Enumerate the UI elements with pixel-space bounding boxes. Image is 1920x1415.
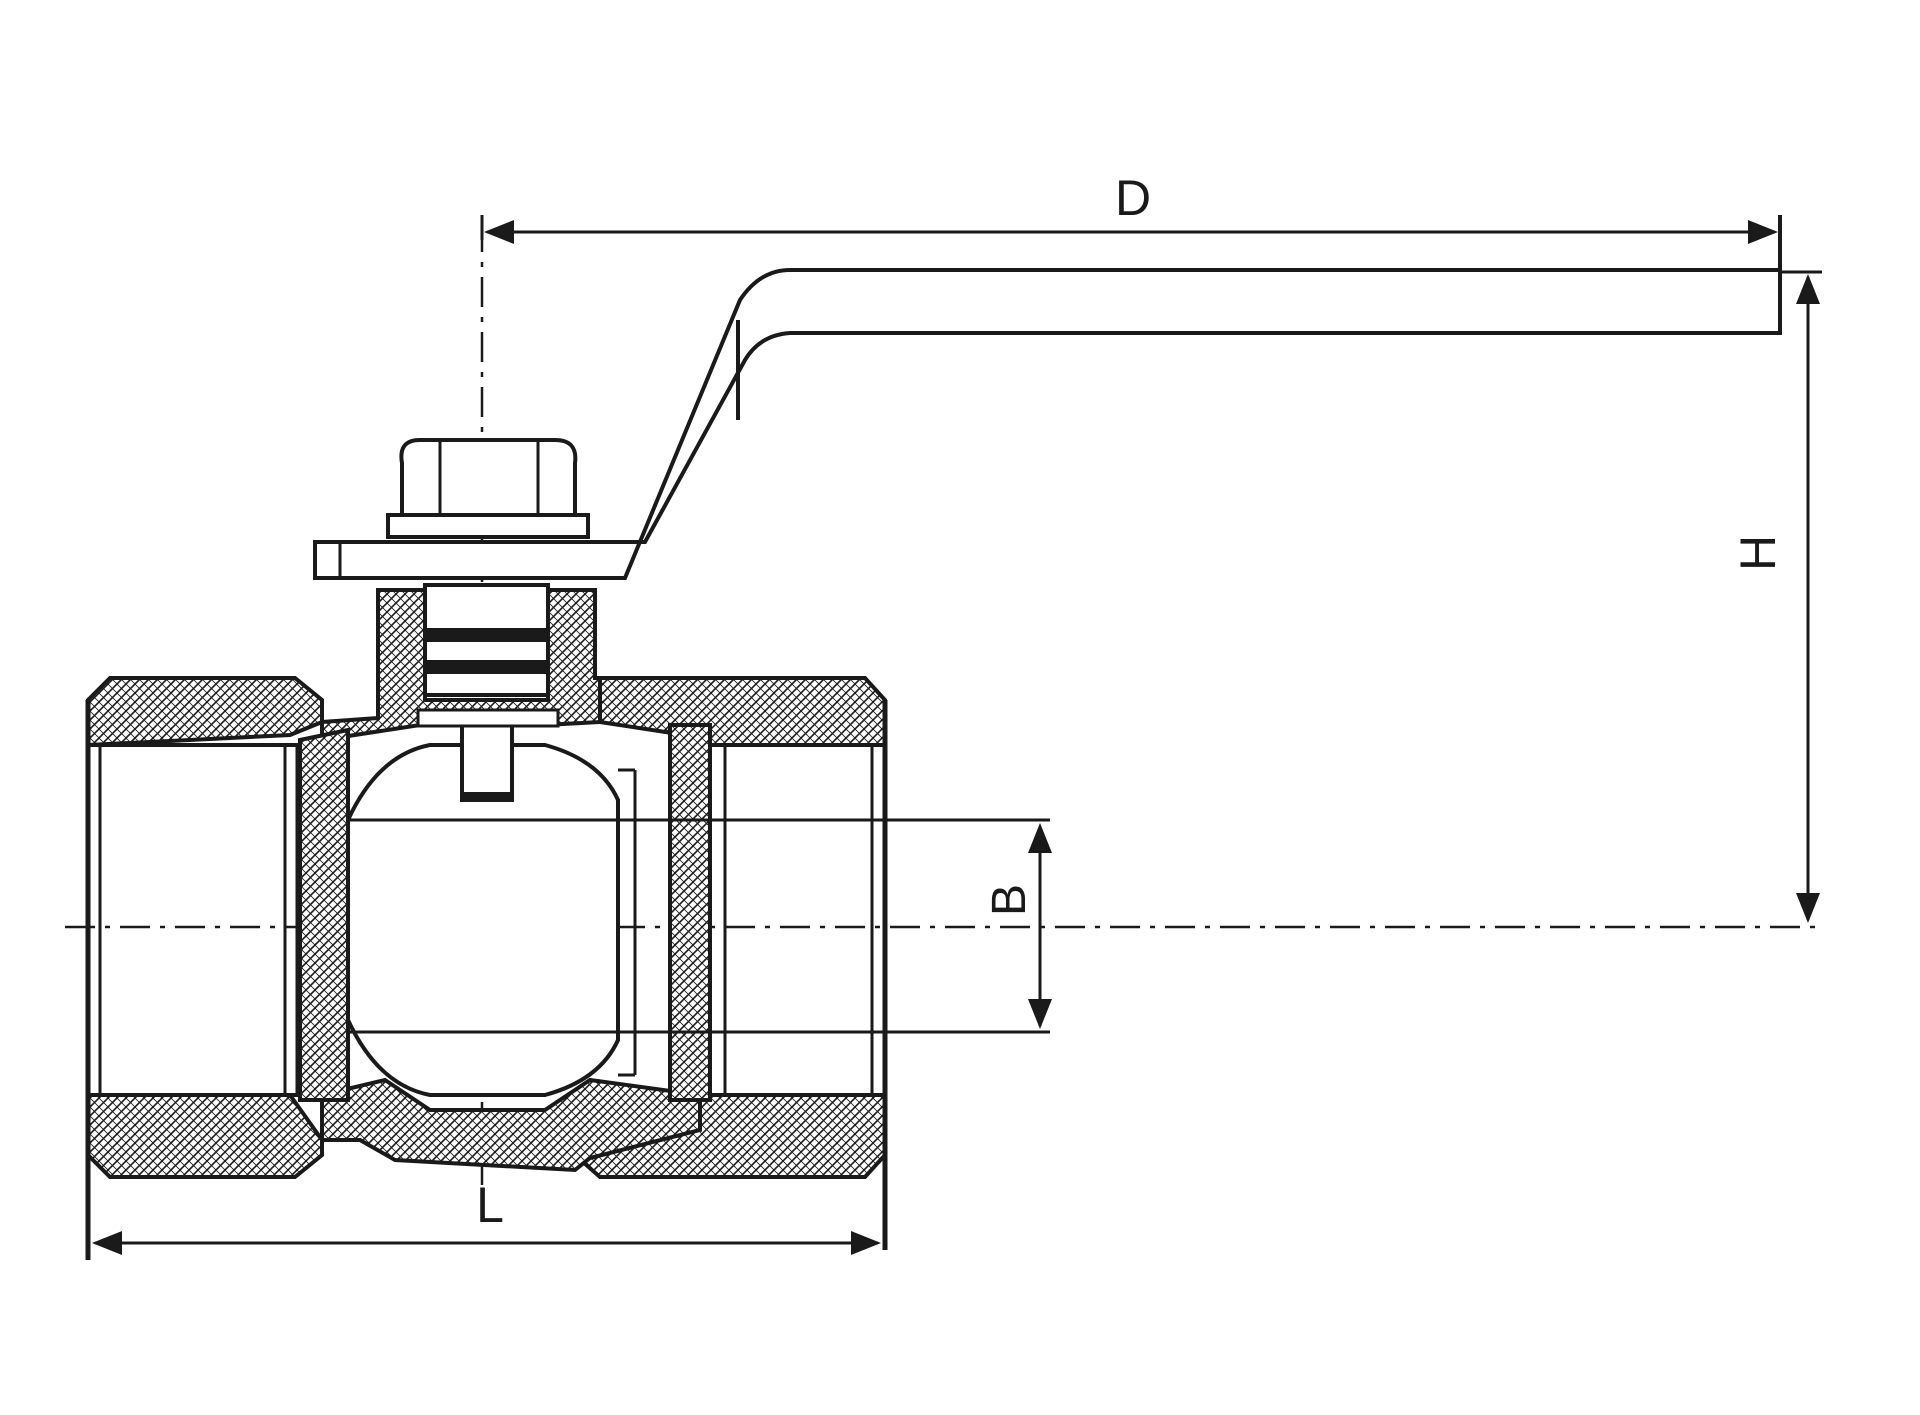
dimension-l: L bbox=[92, 1177, 881, 1255]
right-seat-ring bbox=[668, 723, 712, 1102]
ball-outline bbox=[346, 743, 620, 1097]
dim-l-label: L bbox=[476, 1177, 504, 1233]
dim-h-label: H bbox=[1730, 535, 1786, 571]
stem-nut bbox=[399, 438, 578, 517]
bore-outlines bbox=[85, 700, 888, 1260]
body-bottom bbox=[320, 1077, 702, 1173]
dim-d-label: D bbox=[1115, 170, 1151, 226]
stem-lower bbox=[460, 723, 514, 802]
stem bbox=[416, 583, 560, 802]
stem-tang bbox=[462, 792, 512, 802]
valve-body bbox=[86, 588, 887, 1179]
nut-washer bbox=[386, 513, 590, 539]
left-end-top-wall bbox=[86, 676, 324, 748]
stem-washer bbox=[416, 708, 560, 728]
left-end-bottom-wall bbox=[86, 1093, 324, 1179]
dimension-b: B bbox=[348, 818, 1052, 1034]
handle-assembly bbox=[313, 268, 1782, 580]
dimension-h: H bbox=[1730, 270, 1822, 923]
stem-housing bbox=[320, 588, 602, 743]
dimension-d: D bbox=[480, 170, 1782, 285]
left-seat-ring bbox=[298, 727, 350, 1102]
dim-b-label: B bbox=[983, 884, 1036, 916]
stem-packing-1 bbox=[425, 628, 548, 642]
stem-packing-2 bbox=[425, 660, 548, 674]
right-end-top-wall bbox=[598, 676, 887, 747]
